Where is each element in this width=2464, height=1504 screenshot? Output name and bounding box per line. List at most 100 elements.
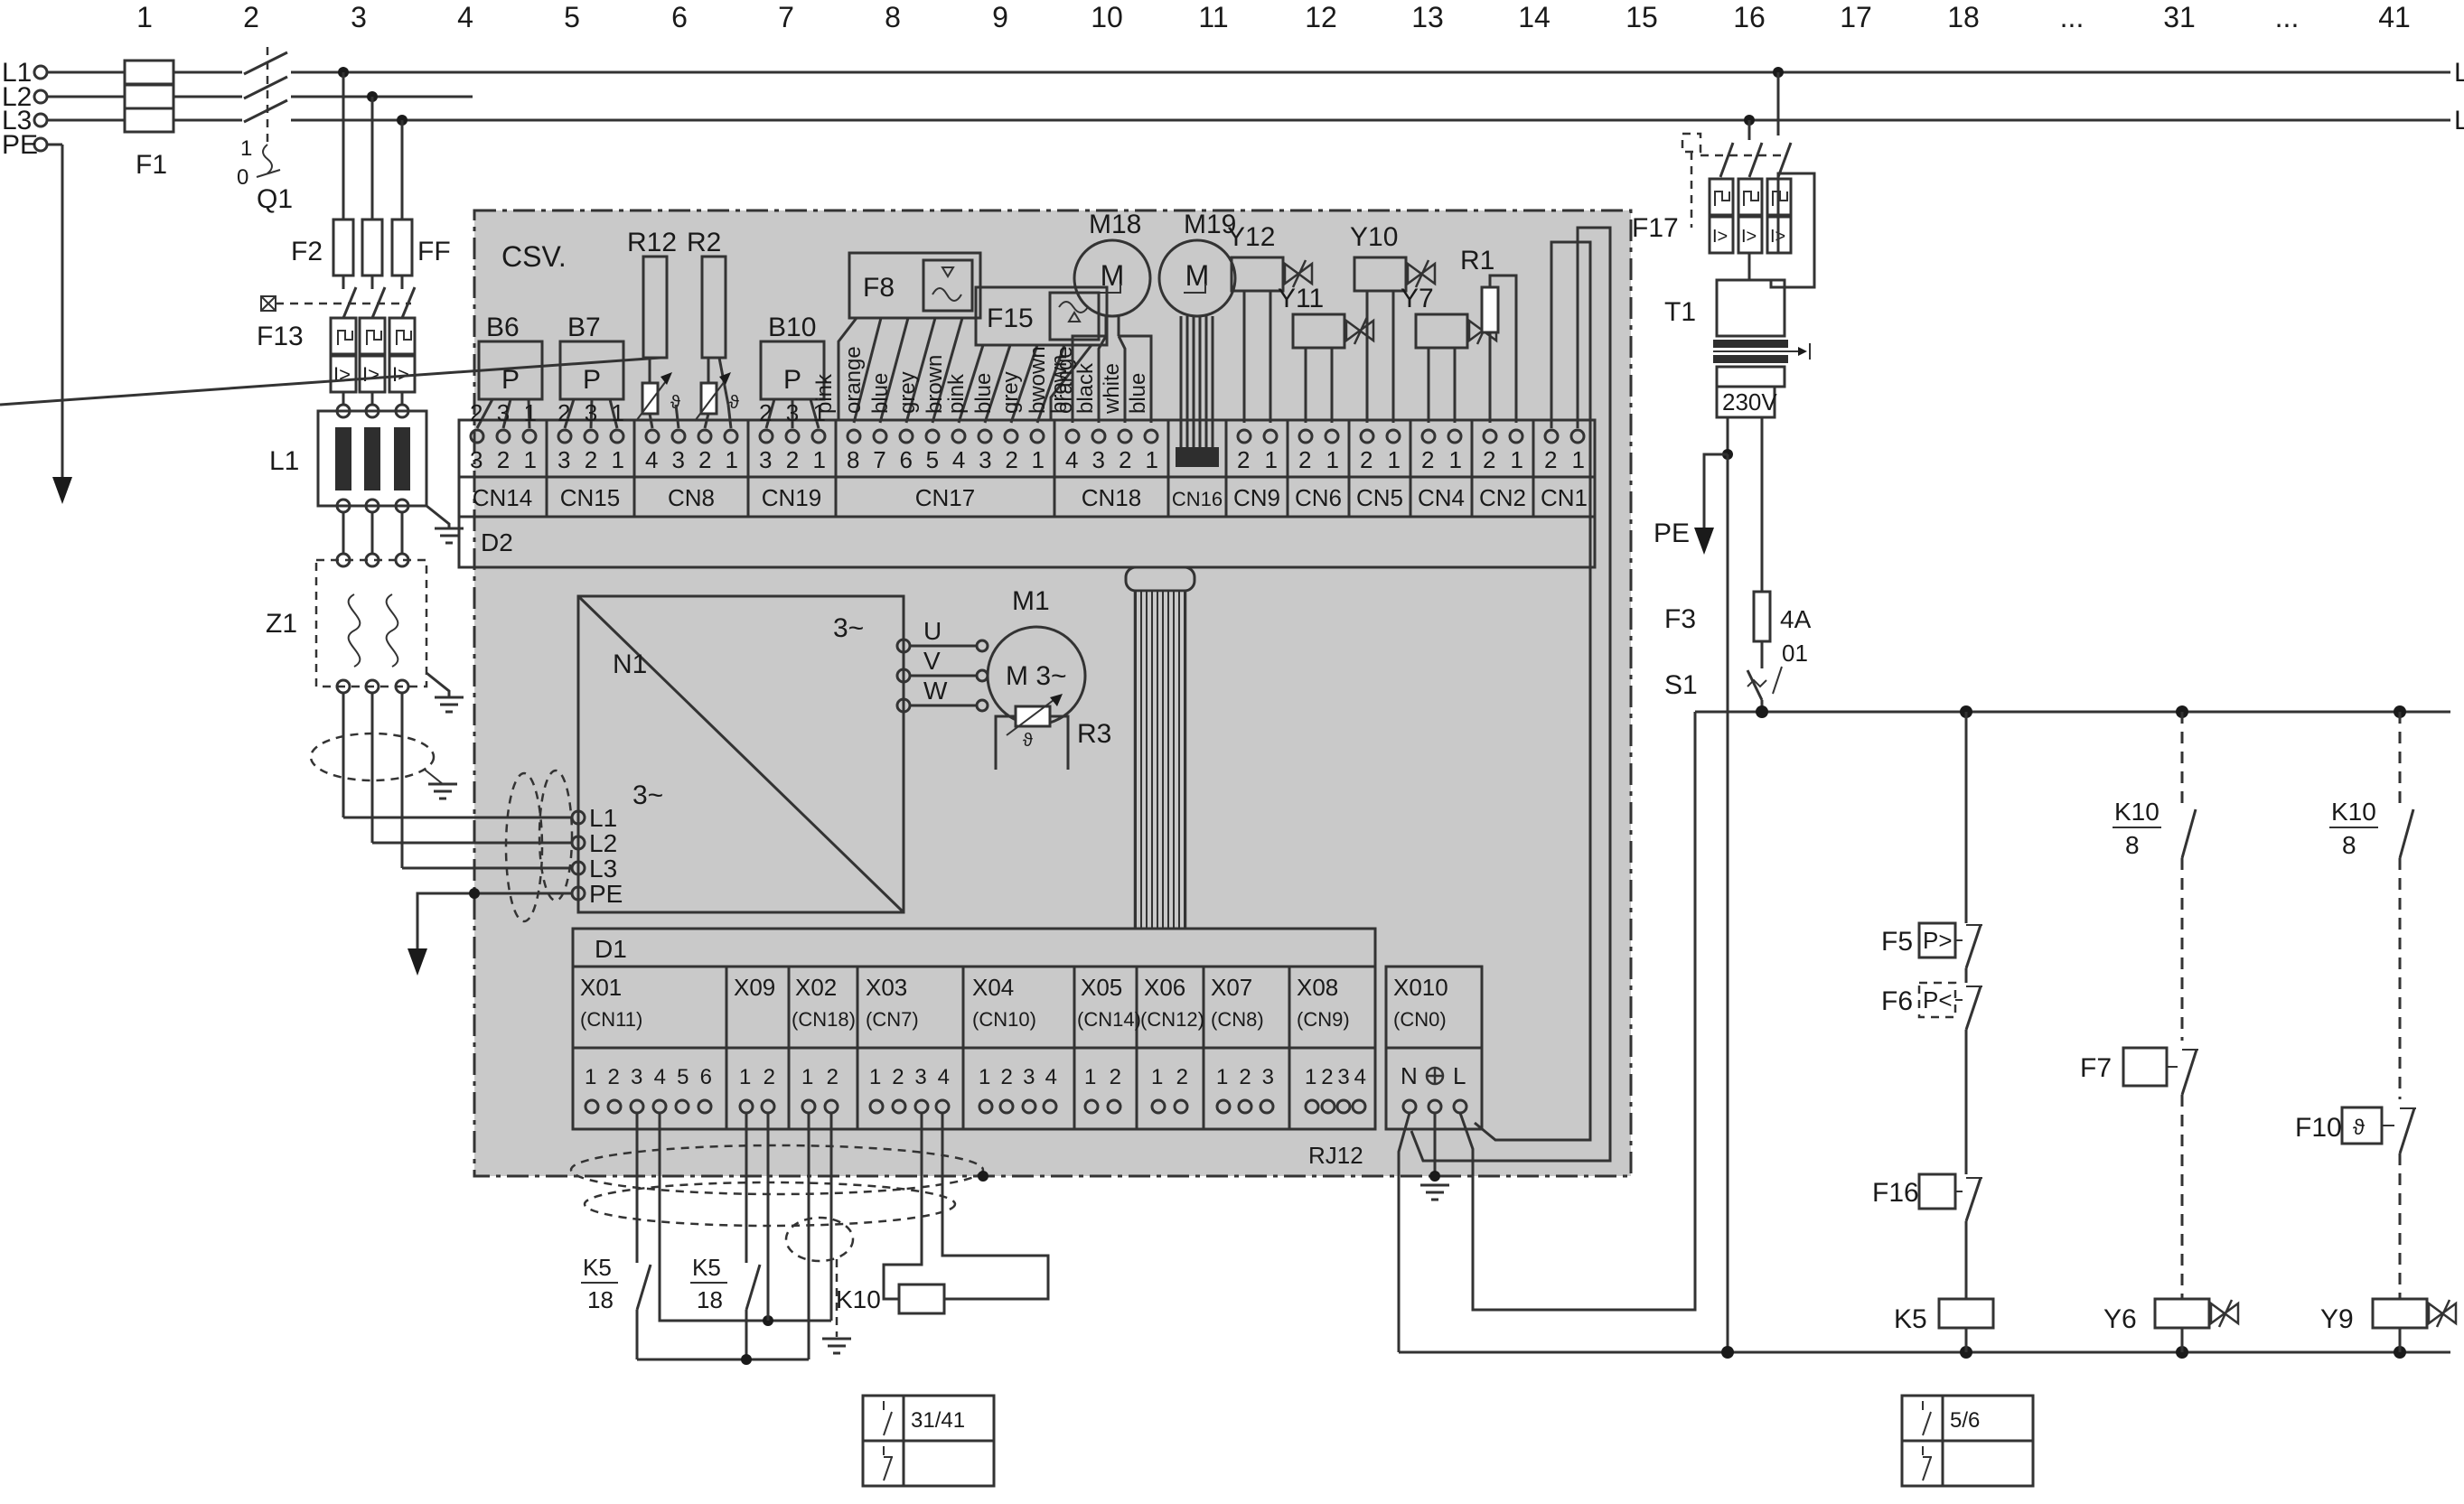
r3-label: R3 xyxy=(1077,719,1111,749)
terminal-pin xyxy=(584,1098,600,1115)
motor-m18: M18 M brown black white blue xyxy=(1047,210,1153,423)
t1-label: T1 xyxy=(1664,297,1696,327)
terminal-pin xyxy=(1215,1098,1232,1115)
y6-label: Y6 xyxy=(2103,1304,2137,1334)
cn19-pins: 3 2 1 xyxy=(759,446,826,473)
d2-label: D2 xyxy=(481,528,513,556)
m18-label: M18 xyxy=(1089,210,1141,239)
k5-contact-ref: 18 xyxy=(587,1286,614,1313)
k10-contact-ref: 8 xyxy=(2342,831,2356,859)
f6-label: F6 xyxy=(1881,986,1913,1016)
terminal-pin xyxy=(1143,428,1159,444)
cell-separators xyxy=(545,420,1535,517)
terminal-pin xyxy=(758,428,774,444)
breaker-f17: F17 I> I> I> xyxy=(1632,67,1816,289)
m19-ribbon xyxy=(1179,316,1214,447)
x07-name: X07 xyxy=(1211,974,1252,1001)
x02-name: X02 xyxy=(795,974,837,1001)
valve-y7: Y7 xyxy=(1401,284,1498,423)
m1-symbol: M 3~ xyxy=(1006,661,1067,691)
x08-name: X08 xyxy=(1297,974,1338,1001)
b6-pin-order: 2 3 1 xyxy=(470,399,537,426)
terminal-pin xyxy=(977,428,993,444)
inverter-n1: N1 3~ 3~ L1 L2 L3 PE U V W xyxy=(570,594,989,914)
cn15-pins: 3 2 1 xyxy=(557,446,624,473)
f5-symbol: P> xyxy=(1923,927,1953,954)
ruler-col: 18 xyxy=(1947,1,1980,33)
thermal-icon xyxy=(366,330,382,345)
cn19-name: CN19 xyxy=(762,484,821,511)
terminal-pin xyxy=(1420,428,1437,444)
valve-icon xyxy=(2427,1298,2458,1329)
cn16-ribbon-socket xyxy=(1176,447,1219,467)
x01-cn: (CN11) xyxy=(580,1008,642,1031)
terminal-pin xyxy=(1569,428,1586,444)
feeder-drops xyxy=(338,67,408,220)
n1-in-l3: L3 xyxy=(589,855,617,883)
rail-label-l3-right: L3 xyxy=(2454,106,2464,135)
terminal-pin xyxy=(1064,428,1081,444)
terminal-pin xyxy=(1083,1098,1100,1115)
terminal-pin xyxy=(1042,1098,1058,1115)
contact-table-left: 31/41 xyxy=(861,1394,996,1488)
f5-label: F5 xyxy=(1881,927,1913,957)
x07-pins: 1 2 3 xyxy=(1216,1065,1274,1089)
csv-title: CSV. xyxy=(501,240,567,273)
m19-label: M19 xyxy=(1184,210,1236,239)
branch-y9: K10 8 F10 ϑ Y9 xyxy=(2295,712,2458,1352)
pressure-icon: P xyxy=(783,365,801,395)
x06-pins: 1 2 xyxy=(1151,1065,1188,1089)
f15-label: F15 xyxy=(987,304,1034,333)
cn15-name: CN15 xyxy=(560,484,620,511)
x03-cn: (CN7) xyxy=(866,1008,919,1031)
n1-in-l1: L1 xyxy=(589,804,617,832)
s1-wire-number: 01 xyxy=(1782,640,1808,667)
cn2-pins: 2 1 xyxy=(1483,446,1523,473)
wire-color: pink xyxy=(812,373,837,414)
y12-label: Y12 xyxy=(1227,222,1275,252)
k5-coil-label: K5 xyxy=(1894,1304,1927,1334)
terminal-pin xyxy=(583,428,599,444)
cn4-pins: 2 1 xyxy=(1421,446,1462,473)
filter-z1: Z1 xyxy=(266,552,465,714)
terminal-pin xyxy=(606,1098,623,1115)
wire-color: black xyxy=(1073,362,1098,414)
d1-cell-separators xyxy=(725,967,1291,1129)
terminal-pin xyxy=(1385,428,1401,444)
k10-contact-label: K10 xyxy=(2331,798,2376,826)
terminal-pin xyxy=(810,428,827,444)
x06-cn: (CN12) xyxy=(1140,1008,1204,1031)
terminal-pin xyxy=(891,1098,907,1115)
cn9-pins: 2 1 xyxy=(1237,446,1278,473)
x02-pins: 1 2 xyxy=(801,1065,839,1089)
thermal-icon xyxy=(1743,191,1759,206)
x05-pins: 1 2 xyxy=(1084,1065,1121,1089)
breaker-f13: F13 I> I> I> xyxy=(257,276,417,405)
x04-cn: (CN10) xyxy=(972,1008,1036,1031)
f6-symbol: P< xyxy=(1923,986,1953,1014)
terminal-pin xyxy=(846,428,862,444)
board-ribbon xyxy=(1124,565,1196,930)
sensor-b7: B7 P 2 3 1 xyxy=(557,313,625,429)
b7-label: B7 xyxy=(567,313,601,342)
ruler-col: 17 xyxy=(1840,1,1872,33)
sensor-f8: F8 pink orange blue grey brown xyxy=(812,251,982,424)
branch-y6: K10 8 F7 Y6 xyxy=(2080,712,2240,1352)
valve-y10: Y10 xyxy=(1350,222,1437,423)
cn6-pins: 2 1 xyxy=(1298,446,1339,473)
b7-pin-order: 2 3 1 xyxy=(557,399,624,426)
power-rails: L1 L2 L3 PE L1 L3 xyxy=(2,58,2464,504)
x05-cn: (CN14) xyxy=(1077,1008,1141,1031)
terminal-pin xyxy=(609,428,625,444)
cn5-name: CN5 xyxy=(1356,484,1403,511)
fuse-f2: F2 FF xyxy=(291,218,451,277)
terminal-pin xyxy=(723,428,739,444)
theta-symbol: ϑ xyxy=(670,393,680,413)
ruler-col: 5 xyxy=(564,1,580,33)
ground-icon xyxy=(820,1337,853,1355)
f7-label: F7 xyxy=(2080,1053,2112,1083)
ruler-col: ... xyxy=(2060,1,2085,33)
valve-y11: Y11 xyxy=(1278,284,1375,423)
ruler-col: 10 xyxy=(1091,1,1123,33)
terminal-pin xyxy=(1117,428,1133,444)
